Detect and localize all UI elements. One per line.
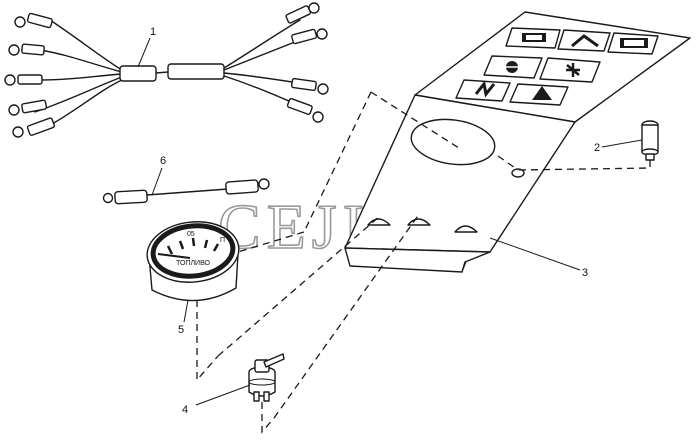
toggle-switch bbox=[195, 353, 285, 406]
fuel-gauge: 05 П ТОПЛИВО bbox=[146, 221, 240, 323]
callout-1: 1 bbox=[150, 26, 156, 38]
indicator-lamp bbox=[601, 120, 659, 161]
gauge-scale-end: П bbox=[220, 237, 225, 244]
callout-5: 5 bbox=[178, 324, 184, 336]
terminal-left-4 bbox=[12, 117, 56, 138]
fan-icon bbox=[522, 33, 546, 42]
callout-3: 3 bbox=[582, 267, 588, 279]
hazard-icon bbox=[532, 86, 552, 100]
single-wire bbox=[102, 167, 270, 205]
callout-6: 6 bbox=[160, 155, 166, 167]
terminal-left-2 bbox=[4, 74, 43, 86]
terminal-right-4 bbox=[286, 98, 324, 123]
terminal-right-1 bbox=[285, 2, 320, 24]
arrow-icon bbox=[571, 34, 599, 48]
gauge-label: ТОПЛИВО bbox=[176, 260, 210, 267]
wiring-harness bbox=[4, 2, 329, 138]
callout-4: 4 bbox=[182, 404, 188, 416]
assembly-guides bbox=[196, 91, 651, 434]
terminal-right-2 bbox=[291, 28, 328, 45]
terminal-left-5 bbox=[14, 12, 53, 29]
callout-2: 2 bbox=[594, 142, 600, 154]
vent-icon bbox=[502, 61, 524, 73]
heater-icon bbox=[620, 38, 648, 48]
instrument-panel bbox=[344, 11, 691, 273]
snowflake-icon bbox=[566, 63, 580, 77]
terminal-right-3 bbox=[290, 77, 329, 95]
terminal-left-1 bbox=[8, 43, 45, 56]
wave-icon bbox=[474, 80, 496, 98]
terminal-left-3 bbox=[8, 99, 48, 116]
gauge-scale-mid: 05 bbox=[187, 231, 195, 238]
